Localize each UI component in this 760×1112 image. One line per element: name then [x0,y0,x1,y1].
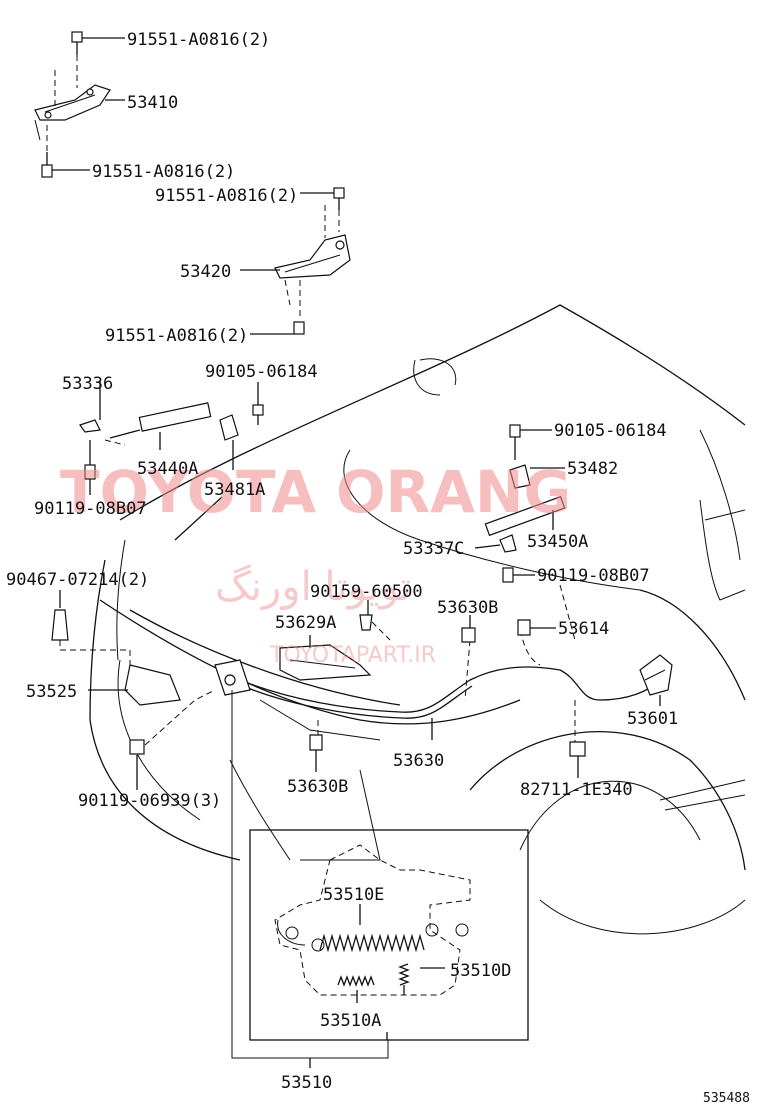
part-label: 53510A [320,1011,381,1031]
part-label: 53440A [137,459,198,479]
part-label: 53510D [450,961,511,981]
part-label: 53482 [567,459,618,479]
part-label: 53336 [62,374,113,394]
part-label: 82711-1E340 [520,780,633,800]
part-label: 53614 [558,619,609,639]
part-label: 53630B [437,598,498,618]
leader-lines [59,590,661,790]
part-label: 53510 [281,1073,332,1093]
hood-hinge-right [240,187,351,335]
car-body-outline [89,304,746,935]
watermark-site: TOYOTAPART.IR [269,643,436,668]
part-label: 90105-06184 [205,362,318,382]
part-label: 53630 [393,751,444,771]
part-label: 53601 [627,709,678,729]
part-label: 91551-A0816(2) [92,162,235,182]
watermark-persian: تویوتا اورنگ [215,564,411,610]
part-label: 91551-A0816(2) [127,30,270,50]
part-label: 53337C [403,539,464,559]
part-label: 90467-07214(2) [6,570,149,590]
part-label: 53525 [26,682,77,702]
hood-lock-detail-inset [231,690,529,1068]
hood-support-strut-right [474,424,566,583]
part-label: 91551-A0816(2) [155,186,298,206]
hood-lock-cable [239,584,661,745]
part-label: 53629A [275,613,336,633]
hood-hinge-left [34,31,125,178]
part-label: 90105-06184 [554,421,667,441]
part-label: 90119-06939(3) [78,791,221,811]
part-label: 53450A [527,532,588,552]
part-label: 53481A [204,480,265,500]
hood-lock-assembly [51,609,673,757]
part-label: 90119-08B07 [34,499,147,519]
hood-support-strut-left [79,380,264,541]
watermark-brand: TOYOTA ORANG [60,458,571,526]
part-label: 53410 [127,93,178,113]
part-label: 90159-60500 [310,582,423,602]
diagram-code: 535488 [703,1091,750,1106]
part-label: 91551-A0816(2) [105,326,248,346]
part-label: 53420 [180,262,231,282]
part-label: 90119-08B07 [537,566,650,586]
part-label: 53510E [323,885,384,905]
part-label: 53630B [287,777,348,797]
